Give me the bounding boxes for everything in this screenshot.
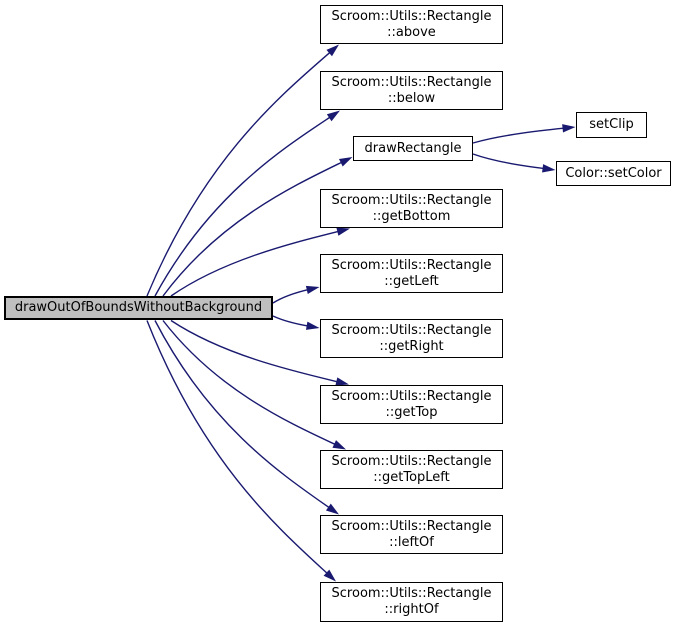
arrowhead-root-above (326, 44, 339, 57)
node-set-clip[interactable]: setClip (576, 112, 647, 138)
arrowhead-drawRectangle-setColor (542, 164, 556, 173)
arrowhead-root-drawRectangle (338, 157, 353, 167)
node-rectangle-get-bottom[interactable]: Scroom::Utils::Rectangle ::getBottom (320, 189, 503, 228)
edge-root-getRight (272, 315, 311, 328)
node-rectangle-get-right[interactable]: Scroom::Utils::Rectangle ::getRight (320, 319, 503, 358)
node-rectangle-get-top[interactable]: Scroom::Utils::Rectangle ::getTop (320, 385, 503, 424)
edge-drawRectangle-setColor (472, 153, 547, 170)
node-rectangle-get-top-left[interactable]: Scroom::Utils::Rectangle ::getTopLeft (320, 450, 503, 489)
arrowhead-root-getBottom (336, 227, 350, 236)
edge-root-above (146, 49, 333, 297)
edge-root-getBottom (170, 230, 342, 297)
edge-root-getLeft (272, 288, 311, 304)
edge-root-rightOf (146, 320, 330, 576)
edge-root-getTopLeft (162, 320, 339, 447)
arrowhead-root-rightOf (323, 569, 336, 582)
edge-root-below (154, 114, 333, 297)
node-rectangle-left-of[interactable]: Scroom::Utils::Rectangle ::leftOf (320, 515, 503, 554)
edge-root-drawRectangle (162, 160, 345, 297)
node-rectangle-get-left[interactable]: Scroom::Utils::Rectangle ::getLeft (320, 254, 503, 293)
arrowhead-root-getTopLeft (332, 440, 346, 450)
node-rectangle-above[interactable]: Scroom::Utils::Rectangle ::above (320, 5, 503, 44)
node-rectangle-right-of[interactable]: Scroom::Utils::Rectangle ::rightOf (320, 582, 503, 622)
arrowhead-drawRectangle-setClip (562, 124, 576, 133)
arrowhead-root-getLeft (305, 285, 320, 295)
arrowhead-root-getRight (305, 321, 320, 330)
arrowhead-root-leftOf (325, 503, 339, 515)
node-rectangle-below[interactable]: Scroom::Utils::Rectangle ::below (320, 71, 503, 110)
edge-root-leftOf (154, 320, 333, 510)
node-color-set-color[interactable]: Color::setColor (556, 161, 671, 186)
arrowhead-root-getTop (335, 377, 349, 386)
arrowhead-root-below (326, 110, 340, 122)
edge-drawRectangle-setClip (472, 127, 567, 144)
node-draw-out-of-bounds-without-background: drawOutOfBoundsWithoutBackground (4, 296, 273, 320)
node-draw-rectangle[interactable]: drawRectangle (353, 136, 473, 161)
edge-root-getTop (170, 319, 341, 384)
